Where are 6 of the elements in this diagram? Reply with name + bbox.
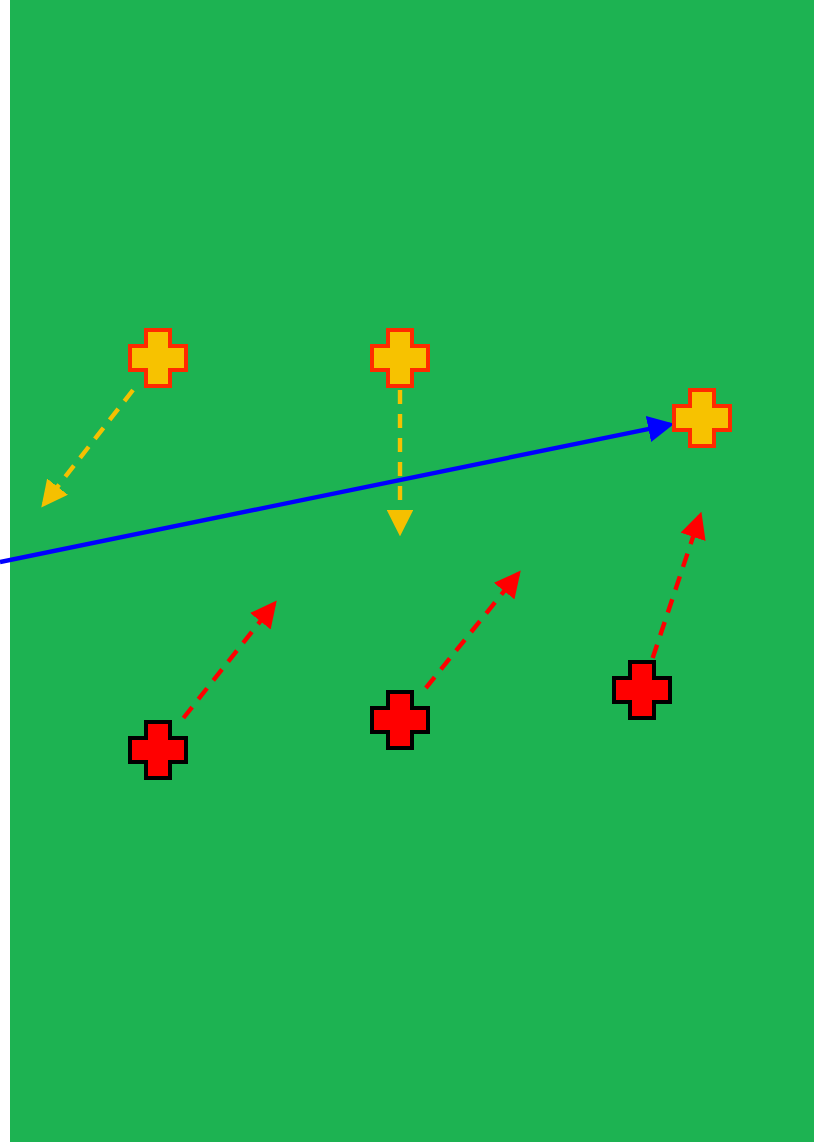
arrow — [0, 416, 675, 565]
arrow — [386, 390, 414, 537]
arrow — [650, 511, 706, 659]
arrow — [181, 600, 277, 720]
arrow — [41, 388, 135, 508]
arrow — [424, 570, 521, 690]
